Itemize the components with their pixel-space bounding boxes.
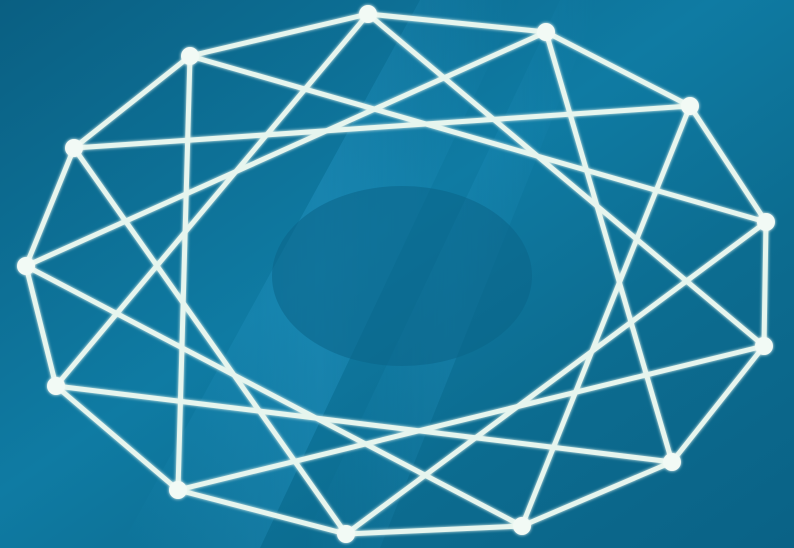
graph-node (181, 47, 199, 65)
graph-node (359, 5, 377, 23)
graph-node (663, 453, 681, 471)
graph-node (337, 525, 355, 543)
ring-edge (764, 222, 766, 346)
graph-node (47, 377, 65, 395)
graph-node (169, 481, 187, 499)
graph-node (513, 517, 531, 535)
graph-node (681, 97, 699, 115)
graph-node (17, 257, 35, 275)
graph-node (757, 213, 775, 231)
graph-node (537, 23, 555, 41)
inner-hole (272, 186, 532, 366)
graph-node (65, 139, 83, 157)
graph-node (755, 337, 773, 355)
